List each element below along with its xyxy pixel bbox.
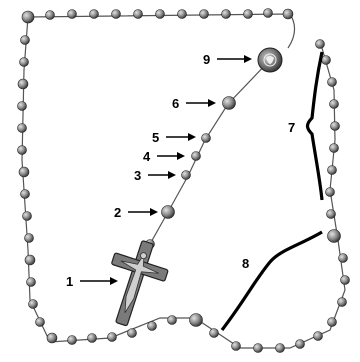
small-bead	[25, 255, 35, 265]
small-bead	[316, 40, 325, 49]
label-number: 7	[288, 120, 295, 135]
small-bead	[156, 10, 165, 19]
small-bead	[168, 316, 177, 325]
small-bead	[314, 332, 323, 341]
small-bead	[18, 146, 27, 155]
small-bead	[90, 10, 99, 19]
small-bead	[339, 254, 348, 263]
small-bead	[322, 56, 331, 65]
small-bead	[254, 344, 263, 353]
label-5: 5	[152, 130, 196, 145]
small-bead	[18, 124, 27, 133]
small-bead	[47, 333, 57, 343]
small-bead	[21, 190, 30, 199]
small-bead	[178, 10, 187, 19]
small-bead	[264, 9, 273, 18]
small-bead	[328, 166, 337, 175]
small-bead	[108, 333, 117, 342]
label-2: 2	[114, 205, 158, 220]
small-bead	[23, 212, 32, 221]
label-3: 3	[134, 168, 176, 183]
label-number: 3	[134, 168, 141, 183]
small-bead	[18, 79, 28, 89]
label-number: 8	[242, 256, 249, 271]
decade-bracket-upper	[308, 52, 323, 200]
small-bead	[88, 334, 97, 343]
small-bead	[148, 322, 157, 331]
small-bead	[29, 300, 38, 309]
rosary-chain	[22, 14, 345, 348]
small-bead	[20, 58, 29, 67]
small-bead	[222, 10, 231, 19]
small-bead	[68, 336, 77, 345]
large-bead	[328, 230, 341, 243]
small-bead	[341, 276, 350, 285]
small-bead	[328, 318, 337, 327]
large-bead	[223, 97, 236, 110]
label-number: 9	[203, 52, 210, 67]
small-bead	[296, 340, 305, 349]
small-bead	[112, 10, 121, 19]
small-bead	[134, 10, 143, 19]
small-bead	[18, 102, 27, 111]
label-7: 7	[288, 120, 295, 135]
small-bead	[200, 10, 209, 19]
label-number: 6	[172, 96, 179, 111]
rosary-beads	[18, 9, 350, 353]
small-bead	[202, 134, 211, 143]
label-8: 8	[242, 256, 249, 271]
label-number: 4	[143, 149, 151, 164]
small-bead	[276, 344, 285, 353]
small-bead	[338, 298, 347, 307]
small-bead	[21, 36, 30, 45]
small-bead	[68, 10, 77, 19]
small-bead	[331, 122, 340, 131]
small-bead	[210, 329, 219, 338]
label-number: 5	[152, 130, 159, 145]
small-bead	[330, 100, 339, 109]
small-bead	[232, 342, 241, 351]
decade-bracket-lower	[222, 232, 322, 330]
small-bead	[182, 171, 191, 180]
label-number: 2	[114, 205, 121, 220]
label-6: 6	[172, 96, 216, 111]
small-bead	[22, 11, 34, 23]
label-4: 4	[143, 149, 185, 164]
label-number: 1	[66, 274, 73, 289]
small-bead	[128, 329, 137, 338]
small-bead	[46, 11, 55, 20]
small-bead	[19, 167, 29, 177]
small-bead	[327, 210, 336, 219]
label-1: 1	[66, 274, 118, 289]
label-9: 9	[203, 52, 252, 67]
small-bead	[244, 10, 253, 19]
small-bead	[328, 78, 337, 87]
small-bead	[330, 144, 339, 153]
large-bead	[190, 314, 203, 327]
centerpiece-medal	[258, 48, 282, 72]
small-bead	[192, 152, 201, 161]
small-bead	[283, 9, 293, 19]
small-bead	[326, 188, 335, 197]
small-bead	[27, 278, 36, 287]
small-bead	[25, 234, 34, 243]
small-bead	[36, 318, 45, 327]
large-bead	[162, 206, 175, 219]
